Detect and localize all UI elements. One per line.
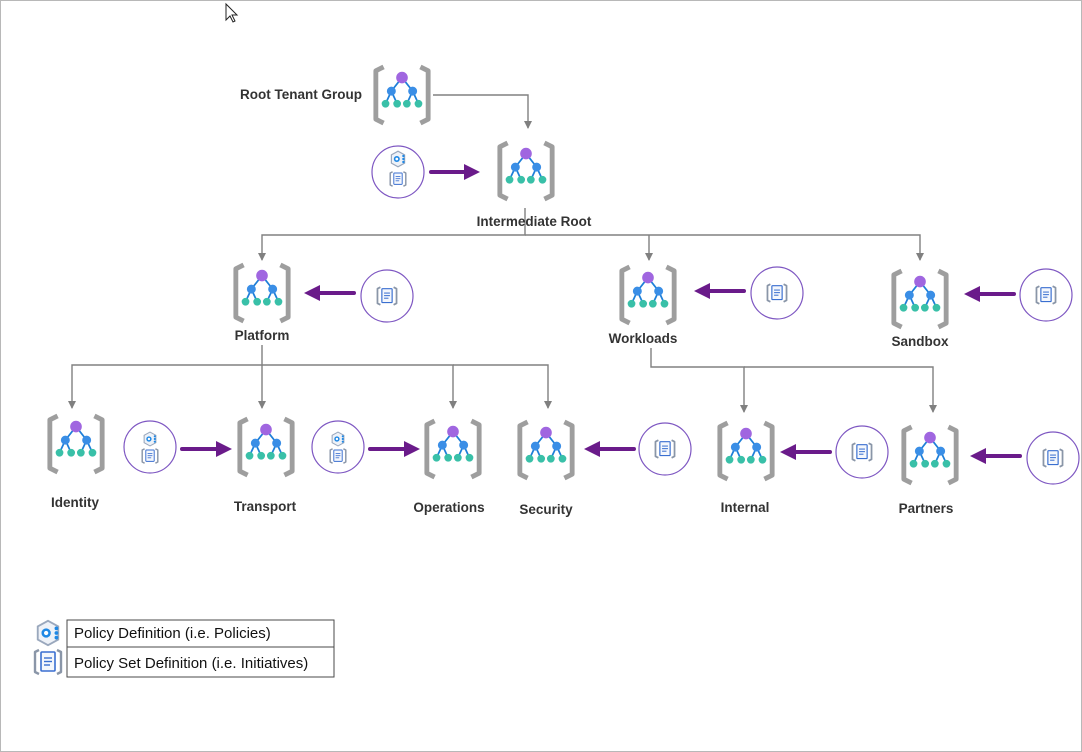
label-platform: Platform bbox=[235, 328, 290, 343]
management-group-transport: Transport bbox=[234, 419, 297, 514]
policy-set-circle-internal bbox=[835, 425, 889, 479]
management-group-icon bbox=[894, 271, 946, 327]
connector-platform-identity bbox=[68, 345, 263, 409]
policy-definition-icon bbox=[36, 619, 60, 647]
management-group-icon bbox=[376, 67, 428, 123]
assignment-arrow-partners bbox=[970, 448, 1022, 464]
management-group-workloads: Workloads bbox=[609, 267, 678, 346]
policy-circle-transport bbox=[123, 420, 177, 474]
management-group-partners: Partners bbox=[899, 427, 957, 516]
legend-policy-definition-label: Policy Definition (i.e. Policies) bbox=[74, 625, 271, 642]
assignment-arrows bbox=[180, 164, 1022, 464]
assignment-arrow-internal bbox=[780, 444, 832, 460]
connector-platform-security bbox=[453, 364, 552, 409]
assignment-arrow-workloads bbox=[694, 283, 746, 299]
management-group-intermediate: Intermediate Root bbox=[477, 143, 592, 229]
assignment-arrow-sandbox bbox=[964, 286, 1016, 302]
label-root-tenant-group: Root Tenant Group bbox=[240, 87, 362, 102]
connectors bbox=[68, 94, 937, 413]
management-group-icon bbox=[720, 423, 772, 479]
management-group-icon bbox=[236, 265, 288, 321]
label-intermediate-root: Intermediate Root bbox=[477, 214, 592, 229]
policy-definition-icon bbox=[390, 150, 406, 168]
management-group-security: Security bbox=[519, 422, 573, 517]
assignment-arrow-transport bbox=[180, 441, 232, 457]
assignment-arrow-intermediate bbox=[429, 164, 480, 180]
connector-workloads-internal bbox=[650, 348, 748, 413]
label-operations: Operations bbox=[413, 500, 484, 515]
management-group-operations: Operations bbox=[413, 421, 485, 515]
label-sandbox: Sandbox bbox=[891, 334, 948, 349]
label-workloads: Workloads bbox=[609, 331, 678, 346]
management-group-icon bbox=[904, 427, 956, 483]
assignment-arrow-platform bbox=[304, 285, 356, 301]
assignment-arrow-security bbox=[584, 441, 636, 457]
connector-intermediate-sandbox bbox=[525, 234, 924, 261]
management-group-icon bbox=[240, 419, 292, 475]
label-security: Security bbox=[519, 502, 573, 517]
management-group-icon bbox=[622, 267, 674, 323]
label-transport: Transport bbox=[234, 499, 297, 514]
management-group-identity: Identity bbox=[50, 416, 102, 510]
management-group-icon bbox=[520, 422, 572, 478]
policy-set-circle-security bbox=[638, 422, 692, 476]
management-group-platform: Platform bbox=[235, 265, 290, 343]
management-group-internal: Internal bbox=[720, 423, 772, 515]
policy-set-definition-icon bbox=[33, 648, 63, 676]
connector-intermediate-platform bbox=[258, 208, 526, 261]
management-group-icon bbox=[500, 143, 552, 199]
mouse-cursor-icon bbox=[225, 2, 239, 23]
policy-set-circle-platform bbox=[360, 269, 414, 323]
policy-set-circle-workloads bbox=[750, 266, 804, 320]
management-group-icon bbox=[50, 416, 102, 472]
legend-policy-set-definition-label: Policy Set Definition (i.e. Initiatives) bbox=[74, 655, 308, 672]
connector-workloads-partners bbox=[744, 366, 937, 413]
policy-circle-operations bbox=[311, 420, 365, 474]
management-group-root: Root Tenant Group bbox=[240, 67, 428, 123]
policy-definition-icon bbox=[143, 431, 157, 447]
policy-set-circle-sandbox bbox=[1019, 268, 1073, 322]
policy-definition-icon bbox=[331, 431, 345, 447]
label-internal: Internal bbox=[721, 500, 770, 515]
label-partners: Partners bbox=[899, 501, 954, 516]
connector-platform-operations bbox=[262, 364, 457, 409]
label-identity: Identity bbox=[51, 495, 99, 510]
legend: Policy Definition (i.e. Policies) Policy… bbox=[33, 619, 335, 678]
connector-root-intermediate bbox=[433, 94, 532, 129]
policy-set-circle-partners bbox=[1026, 431, 1080, 485]
management-group-sandbox: Sandbox bbox=[891, 271, 949, 349]
policy-circle-intermediate bbox=[371, 145, 425, 199]
assignment-arrow-operations bbox=[368, 441, 420, 457]
management-group-icon bbox=[427, 421, 479, 477]
